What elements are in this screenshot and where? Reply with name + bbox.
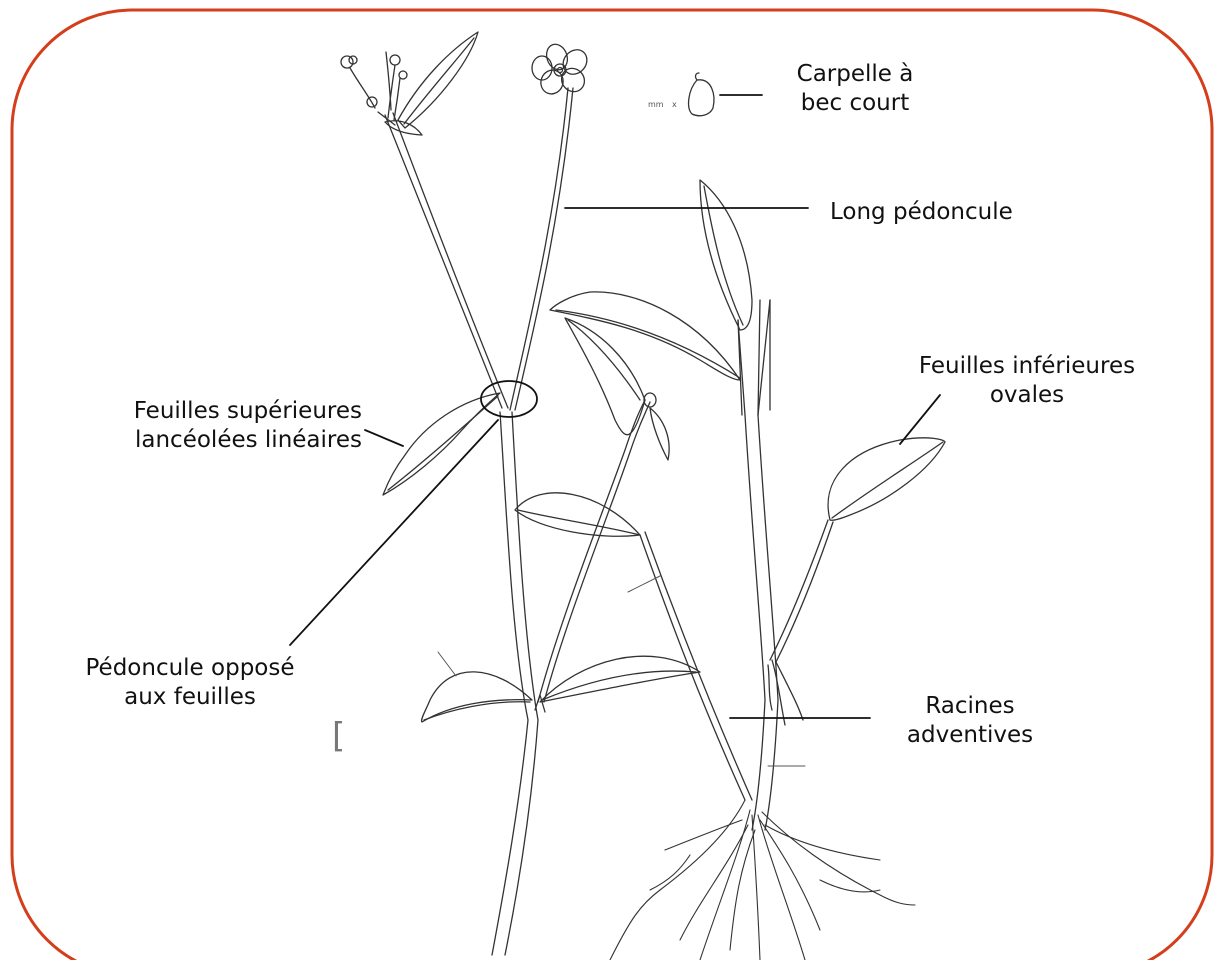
leader-lines [290, 95, 940, 718]
left-plant-stem [492, 412, 538, 955]
label-roots-line1: Racines [860, 692, 1080, 721]
lower-node-leaves [422, 656, 700, 722]
label-opposite-peduncle-line2: aux feuilles [60, 683, 320, 712]
label-carpel: Carpelle à bec court [765, 60, 945, 118]
adventitious-roots [768, 660, 803, 725]
right-plant-stem [550, 180, 778, 830]
buttercup-flower [532, 41, 592, 97]
label-carpel-line1: Carpelle à [765, 60, 945, 89]
scale-label: mm [648, 100, 664, 109]
label-opposite-peduncle-line1: Pédoncule opposé [60, 654, 320, 683]
label-upper-leaves: Feuilles supérieures lancéolées linéaire… [92, 397, 362, 455]
root-system [610, 800, 915, 960]
flower-buds [341, 32, 478, 135]
label-lower-leaves: Feuilles inférieures ovales [882, 352, 1172, 410]
node-highlight-circle [481, 381, 537, 417]
middle-plant-stem [538, 318, 669, 702]
label-long-peduncle: Long pédoncule [830, 198, 1013, 227]
label-roots-line2: adventives [860, 721, 1080, 750]
label-roots: Racines adventives [860, 692, 1080, 750]
label-carpel-line2: bec court [765, 89, 945, 118]
label-upper-leaves-line2: lancéolées linéaires [92, 426, 362, 455]
label-opposite-peduncle: Pédoncule opposé aux feuilles [60, 654, 320, 712]
label-lower-leaves-line1: Feuilles inférieures [882, 352, 1172, 381]
label-lower-leaves-line2: ovales [882, 381, 1172, 410]
scale-tick: x [672, 100, 677, 109]
middle-broad-leaf [515, 493, 752, 800]
right-ovate-leaf [770, 438, 945, 662]
minor-ticks [438, 576, 805, 766]
scale-bracket: [ [332, 722, 345, 751]
carpel-drawing [689, 73, 714, 116]
left-flower-pedicels [385, 88, 573, 410]
label-upper-leaves-line1: Feuilles supérieures [92, 397, 362, 426]
